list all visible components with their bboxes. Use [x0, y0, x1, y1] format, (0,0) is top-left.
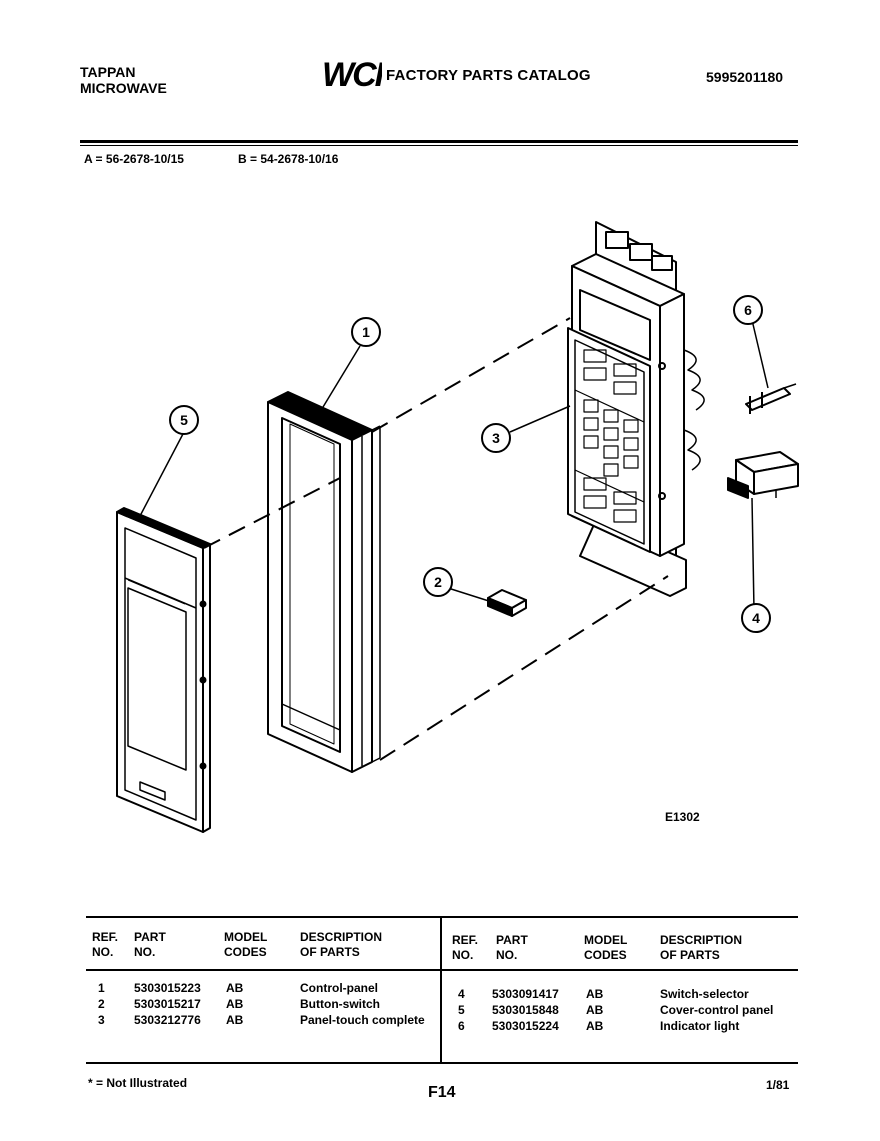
left-codes-column: AB AB AB	[226, 981, 244, 1027]
callout-3: 3	[492, 430, 500, 446]
cover-control-panel	[116, 507, 211, 833]
indicator-light	[745, 383, 797, 414]
table-row: 2	[98, 997, 105, 1011]
header-rule	[80, 140, 798, 143]
product-type: MICROWAVE	[80, 80, 167, 96]
catalog-title: FACTORY PARTS CATALOG	[386, 67, 591, 84]
table-row: 3	[98, 1013, 105, 1027]
table-bottom-rule	[86, 1062, 798, 1064]
right-part-column: 5303091417 5303015848 5303015224	[492, 987, 559, 1033]
panel-touch-assembly	[567, 221, 705, 597]
control-panel-frame	[267, 391, 381, 773]
logo-text: WCI	[322, 56, 382, 92]
col-ref-left: REF.NO.	[92, 930, 119, 959]
switch-selector	[727, 451, 799, 499]
page-number: F14	[428, 1084, 456, 1101]
table-row: 1	[98, 981, 105, 995]
callout-2: 2	[434, 574, 442, 590]
table-center-divider	[440, 916, 442, 1064]
model-a: A = 56-2678-10/15	[84, 152, 184, 166]
not-illustrated-note: * = Not Illustrated	[88, 1076, 188, 1090]
left-desc-column: Control-panel Button-switch Panel-touch …	[300, 981, 425, 1027]
catalog-date: 1/81	[766, 1078, 790, 1092]
table-top-rule	[86, 916, 798, 918]
left-ref-column: 1 2 3	[98, 980, 105, 1028]
callout-5: 5	[180, 412, 188, 428]
brand-name: TAPPAN	[80, 64, 136, 80]
table-row: 4	[458, 987, 465, 1001]
table-row: 5	[458, 1003, 465, 1017]
table-header-rule	[86, 969, 798, 971]
diagram-code: E1302	[665, 810, 700, 824]
right-codes-column: AB AB AB	[586, 987, 604, 1033]
brand-block: TAPPAN MICROWAVE	[80, 64, 167, 96]
header-rule-thin	[80, 145, 798, 146]
left-part-column: 5303015223 5303015217 5303212776	[134, 981, 201, 1027]
button-switch	[487, 589, 527, 617]
table-row: 6	[458, 1019, 465, 1033]
callout-1: 1	[362, 324, 370, 340]
right-ref-column: 4 5 6	[458, 986, 465, 1034]
callout-4: 4	[752, 610, 760, 626]
right-desc-column: Switch-selector Cover-control panel Indi…	[660, 987, 774, 1033]
col-ref-right: REF.NO.	[452, 933, 479, 962]
wci-logo: WCI	[322, 56, 382, 92]
exploded-parts-diagram: 1 2 3 4 5 6	[116, 221, 799, 833]
catalog-number: 5995201180	[706, 69, 784, 85]
callout-6: 6	[744, 302, 752, 318]
model-b: B = 54-2678-10/16	[238, 152, 339, 166]
